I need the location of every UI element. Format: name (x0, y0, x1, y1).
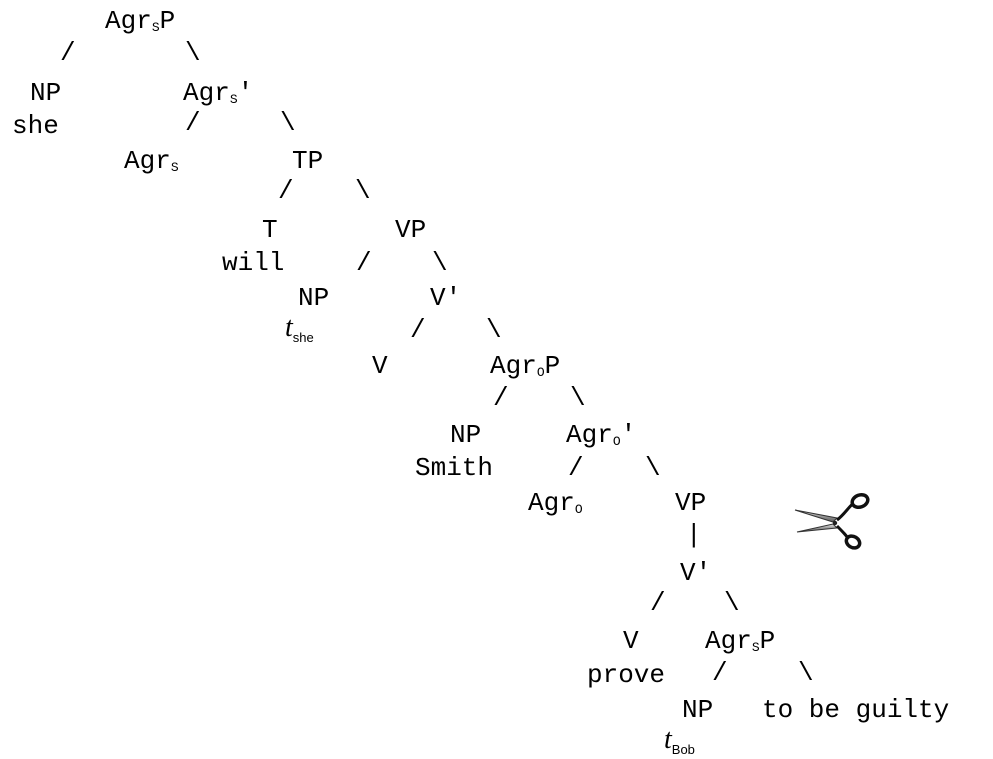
tp-label: TP (292, 146, 324, 176)
agrsp-lower-right-branch: \ (798, 658, 814, 688)
prove-word: prove (587, 660, 666, 690)
agrsp-lower-label: AgrSP (705, 626, 776, 656)
np-smith-label: NP (450, 420, 482, 450)
v-bar-upper-label: V' (430, 283, 462, 313)
she-word: she (12, 111, 59, 141)
smith-word: Smith (415, 453, 494, 483)
root-left-branch: / (60, 38, 76, 68)
agrop-left-branch: / (493, 383, 509, 413)
vp-upper-right-branch: \ (432, 248, 448, 278)
np-she-label: NP (30, 78, 62, 108)
tp-right-branch: \ (355, 176, 371, 206)
agro-bar-right-branch: \ (645, 453, 661, 483)
v-upper-label: V (372, 351, 388, 381)
v-bar-lower-right-branch: \ (724, 588, 740, 618)
agro-head-label: AgrO (528, 488, 583, 518)
tp-left-branch: / (278, 176, 294, 206)
scissors-icon (794, 492, 870, 550)
agro-bar-label: AgrO' (566, 420, 637, 450)
agrop-label: AgrOP (490, 351, 561, 381)
vp-upper-label: VP (395, 215, 427, 245)
vp-lower-label: VP (675, 488, 707, 518)
v-bar-upper-left-branch: / (410, 315, 426, 345)
agro-bar-left-branch: / (568, 453, 584, 483)
trace-bob: tBob (664, 724, 695, 757)
np-trace-she-label: NP (298, 283, 330, 313)
root-right-branch: \ (185, 38, 201, 68)
agrs-bar-label: AgrS' (183, 78, 254, 108)
v-bar-upper-right-branch: \ (486, 315, 502, 345)
agrs-head-label: AgrS (124, 146, 179, 176)
will-word: will (222, 248, 285, 278)
trace-she: tshe (285, 312, 314, 345)
np-bob-label: NP (682, 695, 714, 725)
to-be-guilty-text: to be guilty (762, 695, 950, 725)
vp-lower-branch: | (686, 520, 702, 550)
agrs-bar-left-branch: / (185, 108, 201, 138)
t-head-label: T (262, 215, 278, 245)
v-bar-lower-label: V' (680, 558, 712, 588)
vp-upper-left-branch: / (356, 248, 372, 278)
agrop-right-branch: \ (570, 383, 586, 413)
v-lower-label: V (623, 626, 639, 656)
v-bar-lower-left-branch: / (650, 588, 666, 618)
agrs-bar-right-branch: \ (280, 108, 296, 138)
agrsp-root-label: AgrSP (105, 6, 176, 36)
agrsp-lower-left-branch: / (712, 658, 728, 688)
